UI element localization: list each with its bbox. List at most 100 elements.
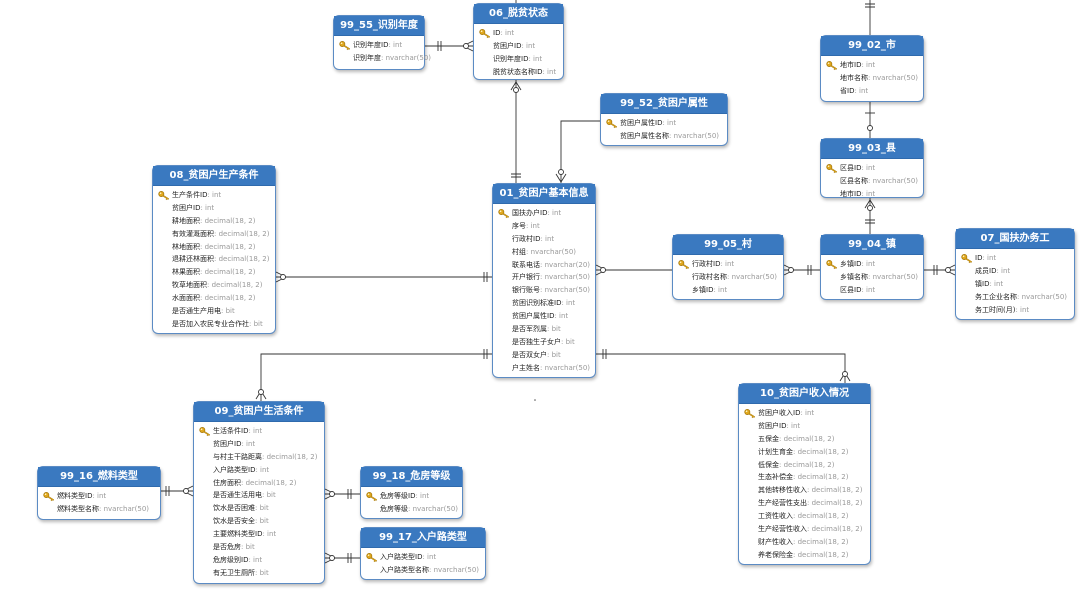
field-row: 水面面积: decimal(18, 2) (158, 292, 271, 305)
field-name: 其他转移性收入 (758, 486, 807, 495)
field-type: : int (200, 203, 215, 212)
field-name: 生产经营性支出 (758, 499, 807, 508)
field-name: 户主姓名 (512, 363, 540, 372)
field-name: 乡镇ID (840, 260, 862, 268)
field-name: 计划生育金 (758, 447, 793, 456)
field-type: : int (861, 260, 876, 268)
field-type: : nvarchar(50) (540, 273, 590, 282)
rel-01-09 (260, 353, 492, 401)
field-name: 耕地面积 (172, 216, 200, 225)
field-row: 行政村名称: nvarchar(50) (678, 271, 779, 284)
field-type: : bit (547, 325, 561, 334)
field-name: 危房级别ID (213, 555, 249, 564)
field-type: : bit (241, 543, 255, 552)
field-row: 识别年度ID: int (479, 53, 559, 66)
primary-key-field: ID: int (961, 252, 1070, 265)
field-name: 是否通生产用电 (172, 307, 221, 316)
field-row: 燃料类型名称: nvarchar(50) (43, 503, 156, 516)
field-name: 住房面积 (213, 478, 241, 487)
field-name: 贫困户属性ID (512, 312, 555, 321)
entity-title: 10_贫困户收入情况 (739, 384, 870, 404)
field-type: : nvarchar(50) (868, 73, 918, 82)
field-row: 是否危房: bit (199, 541, 320, 554)
field-type: : int (982, 254, 997, 262)
primary-key-icon (366, 492, 378, 502)
field-type: : nvarchar(50) (429, 565, 479, 574)
field-type: : int (526, 221, 540, 230)
field-row: 是否军烈属: bit (498, 323, 591, 336)
field-name: 行政村名称 (692, 272, 727, 281)
field-row: 区县ID: int (826, 284, 919, 297)
field-row: 是否通生活用电: bit (199, 489, 320, 502)
field-row: 地市名称: nvarchar(50) (826, 72, 919, 85)
field-row: 主要燃料类型ID: int (199, 528, 320, 541)
field-name: 村组 (512, 247, 526, 256)
field-type: : decimal(18, 2) (793, 550, 849, 559)
field-type: : decimal(18, 2) (200, 268, 256, 277)
field-type: : decimal(18, 2) (200, 216, 256, 225)
field-type: : bit (255, 504, 269, 513)
field-name: 国扶办户ID (512, 209, 548, 217)
field-row: 饮水是否困难: bit (199, 502, 320, 515)
entity-title: 99_02_市 (821, 36, 923, 56)
field-name: 是否军烈属 (512, 325, 547, 334)
field-name: 低保金 (758, 460, 779, 469)
field-name: 生产经营性收入 (758, 525, 807, 534)
field-type: : decimal(18, 2) (807, 525, 863, 534)
field-row: 村组: nvarchar(50) (498, 246, 591, 259)
field-type: : int (561, 299, 576, 308)
field-type: : decimal(18, 2) (793, 537, 849, 546)
field-name: 入户路类型ID (380, 553, 423, 561)
field-name: 危房等级 (380, 504, 408, 513)
primary-key-icon (826, 61, 838, 71)
field-name: 贫困户ID (493, 41, 522, 50)
field-name: 开户银行 (512, 273, 540, 282)
field-row: 务工企业名称: nvarchar(50) (961, 291, 1070, 304)
field-row: 成员ID: int (961, 265, 1070, 278)
field-type: : bit (249, 319, 263, 328)
primary-key-icon (826, 260, 838, 270)
field-name: 行政村ID (692, 260, 721, 268)
field-name: 贫困户ID (172, 203, 201, 212)
field-name: 成员ID (975, 266, 997, 275)
field-row: 开户银行: nvarchar(50) (498, 271, 591, 284)
field-name: 务工时间(月) (975, 305, 1016, 314)
field-type: : int (207, 191, 222, 199)
field-row: 识别年度: nvarchar(50) (339, 52, 431, 65)
field-type: : decimal(18, 2) (214, 229, 270, 238)
field-type: : int (713, 285, 728, 294)
primary-key-icon (961, 254, 973, 264)
field-name: 危房等级ID (380, 492, 416, 500)
field-row: 银行账号: nvarchar(50) (498, 284, 591, 297)
field-row: 贫困识别标准ID: int (498, 297, 591, 310)
field-row: 有无卫生厕所: bit (199, 567, 320, 580)
field-row: 脱贫状态名称ID: int (479, 66, 559, 79)
field-type: : nvarchar(50) (99, 504, 149, 513)
field-row: 贫困户属性ID: int (498, 310, 591, 323)
field-name: 务工企业名称 (975, 292, 1017, 301)
field-row: 有效灌溉面积: decimal(18, 2) (158, 228, 271, 241)
field-type: : nvarchar(50) (868, 272, 918, 281)
primary-key-icon (744, 409, 756, 419)
field-row: 贫困户属性名称: nvarchar(50) (606, 130, 723, 143)
